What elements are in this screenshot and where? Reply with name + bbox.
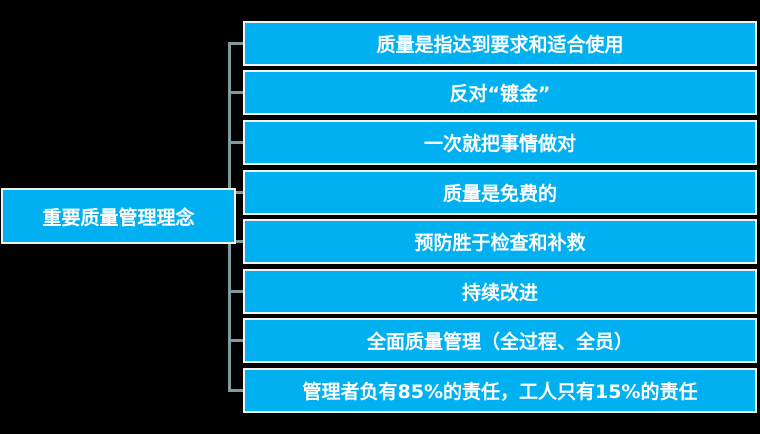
concept-label: 全面质量管理（全过程、全员） bbox=[366, 331, 633, 353]
connector-branch bbox=[228, 290, 243, 293]
connector-branch bbox=[228, 91, 243, 94]
concept-node: 预防胜于检查和补救 bbox=[243, 219, 757, 264]
root-node: 重要质量管理理念 bbox=[1, 188, 236, 244]
concept-label: 一次就把事情做对 bbox=[423, 133, 576, 155]
concept-node: 管理者负有85%的责任，工人只有15%的责任 bbox=[243, 368, 757, 413]
root-node-label: 重要质量管理理念 bbox=[42, 206, 195, 229]
connector-branch bbox=[228, 339, 243, 342]
concept-label: 预防胜于检查和补救 bbox=[414, 232, 586, 254]
concept-label: 反对“镀金” bbox=[449, 83, 551, 105]
concept-label: 质量是指达到要求和适合使用 bbox=[376, 34, 624, 56]
concept-node: 持续改进 bbox=[243, 269, 757, 314]
concept-node: 质量是指达到要求和适合使用 bbox=[243, 21, 757, 66]
concept-node: 质量是免费的 bbox=[243, 170, 757, 215]
connector-branch bbox=[228, 141, 243, 144]
concept-label: 质量是免费的 bbox=[442, 183, 557, 205]
concept-label: 持续改进 bbox=[461, 282, 538, 304]
connector-branch bbox=[228, 42, 243, 45]
connector-branch bbox=[228, 389, 243, 392]
concept-node: 一次就把事情做对 bbox=[243, 120, 757, 165]
concept-node: 反对“镀金” bbox=[243, 70, 757, 115]
concept-node: 全面质量管理（全过程、全员） bbox=[243, 318, 757, 363]
concept-label: 管理者负有85%的责任，工人只有15%的责任 bbox=[302, 381, 698, 403]
